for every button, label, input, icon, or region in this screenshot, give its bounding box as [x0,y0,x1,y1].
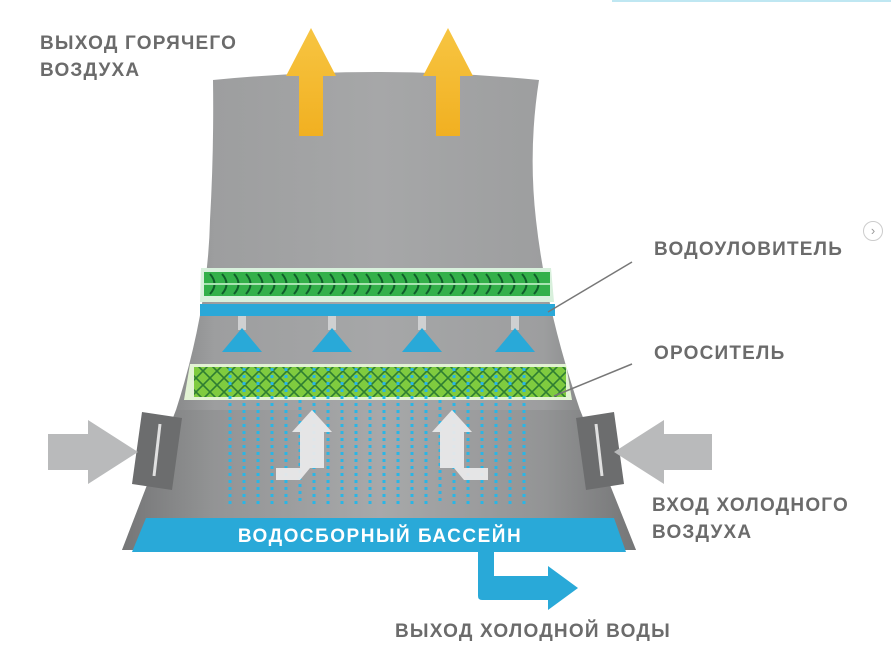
cold-water-outlet-label: ВЫХОД ХОЛОДНОЙ ВОДЫ [395,621,671,642]
fill-leader-line [553,363,633,397]
falling-water-drops [228,368,526,505]
drift-eliminator-label: ВОДОУЛОВИТЕЛЬ [654,239,844,260]
hot-air-outlet-label-line1: ВЫХОД ГОРЯЧЕГО [40,33,238,54]
cold-air-inlet-label-line1: ВХОД ХОЛОДНОГО [652,495,850,516]
internal-air-arrow-right [432,410,488,480]
collection-basin [132,518,626,552]
hot-air-outlet-label: ВЫХОД ГОРЯЧЕГО ВОЗДУХА [40,30,237,84]
cold-air-inlet-label-line2: ВОЗДУХА [652,522,753,543]
collection-basin-label: ВОДОСБОРНЫЙ БАССЕЙН [237,526,523,547]
hot-air-arrow-right [423,28,473,136]
internal-air-arrow-left [276,410,332,480]
hot-air-arrow-left [286,28,336,136]
left-air-inlet-louvers [132,412,182,490]
next-arrow-button[interactable]: › [863,221,883,241]
spray-nozzles [222,316,535,352]
fill-media [184,364,572,400]
fill-label: ОРОСИТЕЛЬ [654,343,786,364]
eliminator-leader-line [547,261,633,313]
cold-air-arrow-right [614,420,712,484]
drift-eliminator [200,268,554,302]
hot-air-outlet-label-line2: ВОЗДУХА [40,60,141,81]
tower-lower-section [122,410,636,550]
cold-air-inlet-label: ВХОД ХОЛОДНОГО ВОЗДУХА [652,492,849,546]
water-distribution-pipe [200,304,555,316]
cold-water-outlet-arrow [478,552,578,610]
right-air-inlet-louvers [576,412,624,490]
top-divider [612,0,891,2]
cold-air-arrow-left [48,420,138,484]
